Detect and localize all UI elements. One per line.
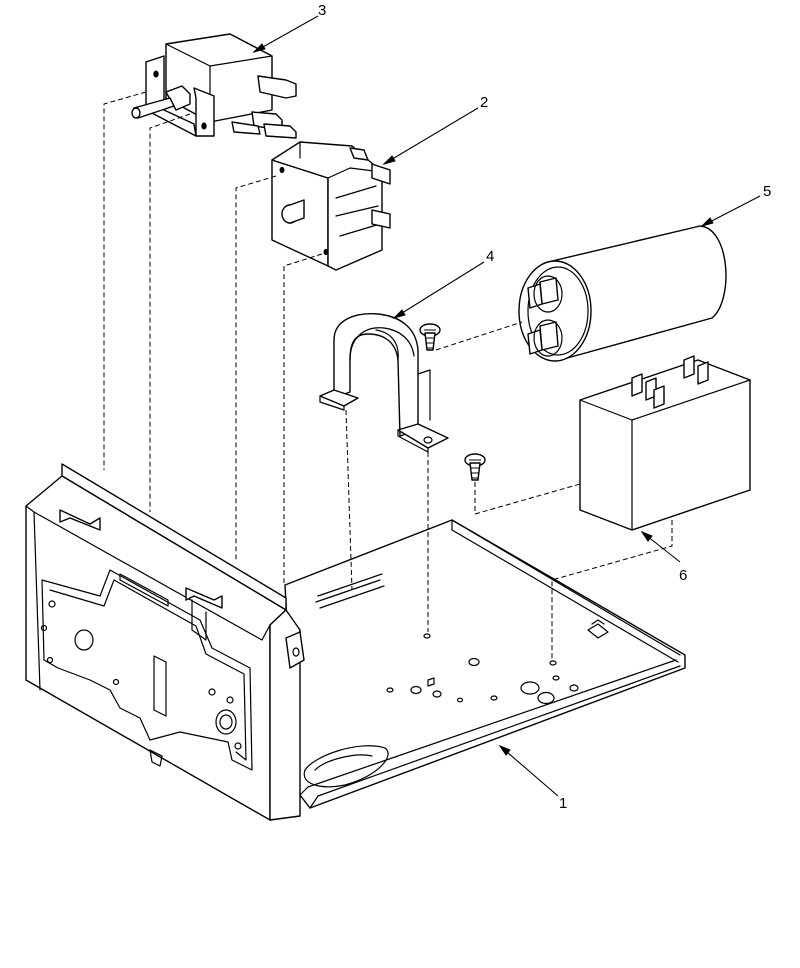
- screw-upper: [419, 323, 441, 351]
- callout-number-4: 4: [486, 248, 494, 265]
- selector-switch: [131, 33, 297, 139]
- callout-number-3: 3: [318, 2, 326, 19]
- screw-lower: [464, 453, 486, 481]
- assembly-guide-lines: [103, 91, 673, 660]
- front-control-panel: [25, 463, 305, 821]
- relay-box: [579, 355, 751, 531]
- callout-number-2: 2: [480, 94, 488, 111]
- run-capacitor: [518, 225, 727, 362]
- capacitor-strap-bracket: [319, 313, 449, 453]
- callout-leaders: [252, 15, 761, 797]
- callout-number-1: 1: [559, 795, 567, 812]
- callout-number-6: 6: [679, 567, 687, 584]
- timer-relay: [271, 141, 391, 271]
- callout-number-5: 5: [763, 183, 771, 200]
- base-plate: [284, 519, 686, 809]
